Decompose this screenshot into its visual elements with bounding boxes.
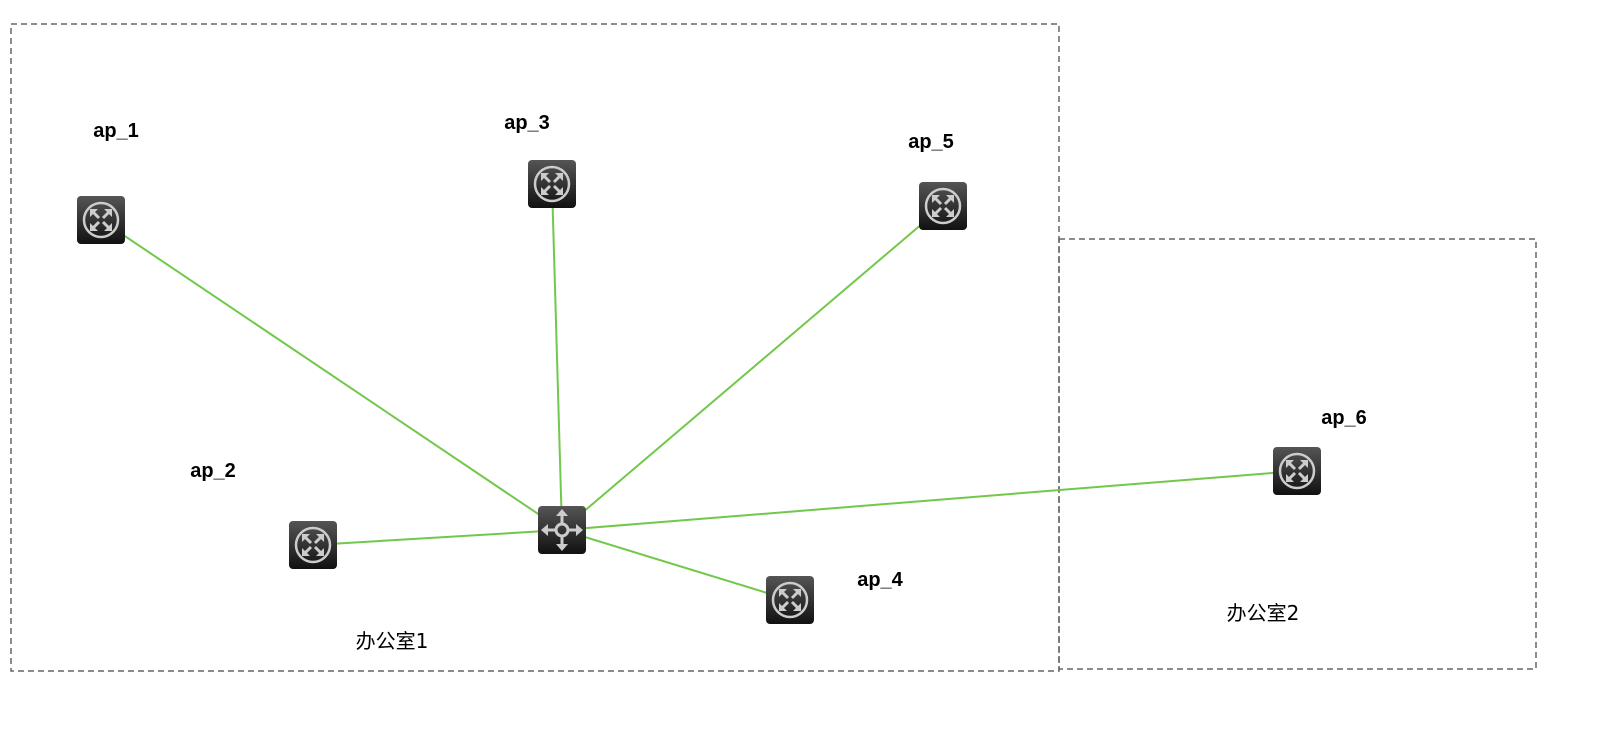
node-label: ap_1: [93, 120, 139, 142]
node-label: ap_6: [1321, 407, 1367, 429]
node-ap_2[interactable]: ap_2: [190, 460, 339, 571]
node-label: ap_5: [908, 131, 954, 153]
node-ap_3[interactable]: ap_3: [504, 112, 578, 210]
ap-switch-icon[interactable]: [526, 158, 578, 210]
node-label: ap_2: [190, 460, 236, 482]
node-ap_1[interactable]: ap_1: [75, 120, 139, 246]
node-label: ap_3: [504, 112, 550, 134]
link-core-switch-ap_4[interactable]: [561, 529, 791, 601]
node-core-switch[interactable]: [536, 504, 588, 556]
link-core-switch-ap_6[interactable]: [561, 470, 1298, 531]
node-ap_5[interactable]: ap_5: [908, 131, 969, 232]
ap-switch-icon[interactable]: [764, 574, 816, 626]
link-core-switch-ap_2[interactable]: [312, 529, 563, 546]
link-core-switch-ap_3[interactable]: [551, 183, 563, 531]
ap-switch-icon[interactable]: [75, 194, 127, 246]
ap-switch-icon[interactable]: [917, 180, 969, 232]
link-core-switch-ap_1[interactable]: [100, 219, 563, 531]
node-label: ap_4: [857, 569, 903, 591]
zone-label-office-1: 办公室1: [356, 629, 429, 653]
ap-switch-icon[interactable]: [287, 519, 339, 571]
zone-box-office-2: [1058, 238, 1537, 670]
node-ap_6[interactable]: ap_6: [1271, 407, 1367, 497]
node-ap_4[interactable]: ap_4: [764, 569, 904, 626]
core-switch-icon[interactable]: [536, 504, 588, 556]
ap-switch-icon[interactable]: [1271, 445, 1323, 497]
link-core-switch-ap_5[interactable]: [561, 205, 944, 531]
zone-label-office-2: 办公室2: [1227, 601, 1300, 625]
